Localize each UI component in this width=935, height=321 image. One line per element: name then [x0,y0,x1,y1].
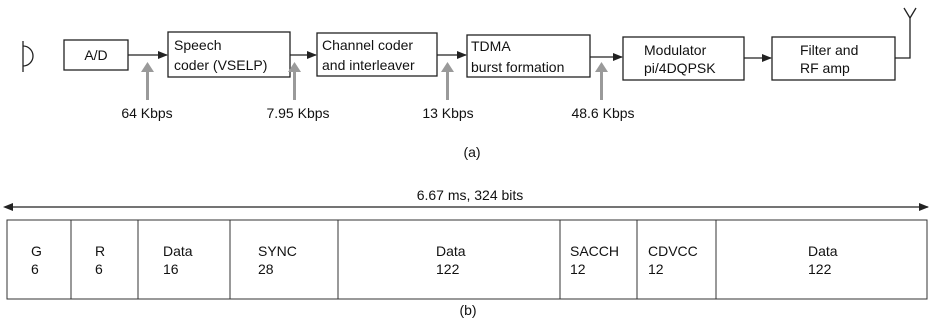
field-data-1-bits: 16 [163,261,179,277]
field-r: R 6 [70,219,139,300]
field-data-2: Data 122 [337,219,561,300]
block-modulator-line1: Modulator [644,42,707,58]
field-data-2-name: Data [436,243,466,259]
block-speech-coder-line2: coder (VSELP) [174,57,267,73]
field-cdvcc-name: CDVCC [648,243,698,259]
field-data-1: Data 16 [137,219,231,300]
block-filter-line1: Filter and [800,42,858,58]
field-sync: SYNC 28 [229,219,339,300]
block-ad: A/D [63,39,129,71]
field-g: G 6 [6,219,72,300]
block-channel-coder: Channel coder and interleaver [316,32,438,77]
block-speech-coder: Speech coder (VSELP) [167,31,291,78]
field-data-3-bits: 122 [808,261,832,277]
field-r-bits: 6 [95,261,103,277]
span-label: 6.67 ms, 324 bits [417,187,524,203]
antenna-icon [895,7,917,59]
field-g-bits: 6 [31,261,39,277]
field-sacch: SACCH 12 [559,219,638,300]
field-r-name: R [95,243,105,259]
block-ad-label: A/D [84,47,107,63]
rate-label-1: 64 Kbps [121,105,172,121]
caption-a: (a) [463,144,480,160]
rate-label-3: 13 Kbps [422,105,473,121]
field-sync-name: SYNC [258,243,297,259]
field-g-name: G [31,243,42,259]
microphone-icon [22,41,34,72]
rate-label-2: 7.95 Kbps [266,105,329,121]
block-modulator: Modulator pi/4DQPSK [622,36,745,81]
rate-pointer-4 [595,62,608,100]
block-tdma: TDMA burst formation [466,34,591,78]
field-data-3-name: Data [808,243,838,259]
field-cdvcc: CDVCC 12 [636,219,717,300]
block-filter: Filter and RF amp [771,36,896,81]
field-sacch-name: SACCH [570,243,619,259]
block-tdma-line1: TDMA [471,38,511,54]
block-tdma-line2: burst formation [471,59,564,75]
frame-fields: G 6 R 6 Data 16 SYNC 28 Data 122 SACCH 1… [6,219,928,300]
rate-pointer-3 [441,62,454,100]
block-modulator-line2: pi/4DQPSK [644,60,716,76]
block-filter-line2: RF amp [800,60,850,76]
block-channel-coder-line2: and interleaver [322,57,415,73]
field-data-1-name: Data [163,243,193,259]
rate-pointer-1 [141,62,154,100]
block-channel-coder-line1: Channel coder [322,37,413,53]
block-speech-coder-line1: Speech [174,37,221,53]
field-sacch-bits: 12 [570,261,586,277]
rate-pointer-2 [288,62,301,100]
field-cdvcc-bits: 12 [648,261,664,277]
field-sync-bits: 28 [258,261,274,277]
field-data-2-bits: 122 [436,261,460,277]
field-data-3: Data 122 [715,219,928,300]
caption-b: (b) [459,302,476,318]
rate-label-4: 48.6 Kbps [571,105,634,121]
